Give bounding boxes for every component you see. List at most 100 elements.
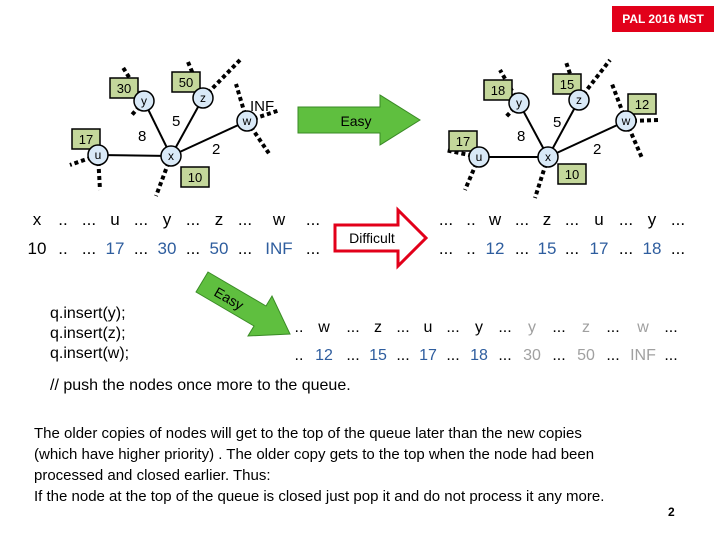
queue-cell: ...	[671, 239, 685, 258]
queue-cell: ...	[186, 239, 200, 258]
svg-text:15: 15	[560, 77, 574, 92]
queue-cell: ..	[58, 210, 67, 229]
queue-cell: ...	[238, 210, 252, 229]
dist-box-18: 18	[483, 79, 513, 101]
arrow-difficult: Difficult	[333, 206, 429, 270]
queue-cell: ...	[134, 239, 148, 258]
queue-cell: 15	[369, 347, 387, 364]
queue-cell: ...	[552, 319, 565, 336]
paragraph-line-4: If the node at the top of the queue is c…	[34, 488, 605, 505]
queue-cell: w	[488, 210, 502, 229]
dist-box-17: 17	[71, 128, 101, 150]
svg-text:z: z	[200, 91, 206, 105]
queue-cell: 17	[106, 239, 125, 258]
queue-cell: 12	[486, 239, 505, 258]
node-x: x	[537, 146, 559, 168]
queue-cell: ...	[446, 347, 459, 364]
queue-cell: ...	[664, 319, 677, 336]
node-z: z	[568, 89, 590, 111]
queue-cell: 17	[419, 347, 437, 364]
queue-cell: ...	[306, 210, 320, 229]
node-w: w	[236, 110, 258, 132]
course-badge: PAL 2016 MST	[612, 6, 714, 32]
queue-cell: 17	[590, 239, 609, 258]
queue-cell: ...	[606, 319, 619, 336]
svg-text:10: 10	[188, 170, 202, 185]
queue-cell: ...	[306, 239, 320, 258]
edge-label-8: 8	[138, 128, 146, 145]
queue-cell: ...	[446, 319, 459, 336]
dist-box-10: 10	[557, 163, 587, 185]
svg-text:z: z	[576, 93, 582, 107]
edge-label-5: 5	[553, 114, 561, 131]
svg-text:18: 18	[491, 83, 505, 98]
queue-cell: ...	[134, 210, 148, 229]
svg-text:u: u	[95, 148, 102, 162]
queue-cell: INF	[265, 239, 292, 258]
queue-cell: u	[110, 210, 119, 229]
queue-cell: ...	[664, 347, 677, 364]
code-block: q.insert(y); q.insert(z); q.insert(w);	[50, 304, 129, 364]
edge-label-8: 8	[517, 128, 525, 145]
queue-cell: 18	[470, 347, 488, 364]
svg-text:w: w	[242, 114, 252, 128]
svg-text:u: u	[476, 150, 483, 164]
queue-cell: ..	[466, 210, 475, 229]
svg-text:y: y	[141, 94, 147, 108]
svg-text:Easy: Easy	[340, 113, 371, 129]
queue-cell: ...	[606, 347, 619, 364]
svg-text:50: 50	[179, 75, 193, 90]
queue-cell: ...	[515, 210, 529, 229]
arrow-easy-bottom: Easy	[195, 271, 291, 337]
queue-cell: y	[648, 210, 657, 229]
queue-cell: z	[374, 319, 382, 336]
queue-cell: 50	[210, 239, 229, 258]
node-z: z	[192, 87, 214, 109]
queue-cell: 30	[523, 347, 541, 364]
queue-cell: ...	[82, 239, 96, 258]
queue-cell: ...	[238, 239, 252, 258]
queue-cell: ...	[439, 210, 453, 229]
queue-cell: ..	[466, 239, 475, 258]
queue-cell: u	[594, 210, 603, 229]
graph-before: 5 8 2 INF 30 50 17 10	[69, 58, 281, 197]
paragraph-line-1: The older copies of nodes will get to th…	[34, 425, 582, 442]
queue-cell: u	[424, 319, 433, 336]
svg-text:30: 30	[117, 81, 131, 96]
queue-cell: w	[317, 319, 330, 336]
svg-text:12: 12	[635, 97, 649, 112]
node-y: y	[133, 90, 155, 112]
queue-cell: 30	[158, 239, 177, 258]
queue-cell: w	[636, 319, 649, 336]
queue-cell: ..	[295, 319, 304, 336]
dist-box-10: 10	[180, 166, 210, 188]
code-line-2: q.insert(z);	[50, 325, 126, 342]
node-u: u	[87, 144, 109, 166]
queue-cell: ...	[439, 239, 453, 258]
queue-cell: ...	[552, 347, 565, 364]
queue-cell: x	[33, 210, 42, 229]
queue-cell: ...	[82, 210, 96, 229]
queue-cell: w	[272, 210, 286, 229]
paragraph-line-2: (which have higher priority) . The older…	[34, 446, 595, 463]
queue-cell: INF	[630, 347, 656, 364]
edge-label-5: 5	[172, 113, 180, 130]
svg-text:17: 17	[456, 134, 470, 149]
queue-cell: ...	[346, 347, 359, 364]
queue-before: x.....u...y...z...w...10.....17...30...5…	[28, 206, 320, 260]
queue-cell: y	[475, 319, 483, 336]
queue-cell: y	[163, 210, 172, 229]
dist-box-30: 30	[109, 77, 139, 99]
explanation-paragraph: The older copies of nodes will get to th…	[34, 423, 684, 507]
page-number: 2	[668, 505, 675, 519]
queue-cell: ...	[498, 347, 511, 364]
edge-label-2: 2	[212, 141, 220, 158]
svg-text:10: 10	[565, 167, 579, 182]
edge-label-inf: INF	[250, 98, 274, 115]
code-line-3: q.insert(w);	[50, 345, 130, 362]
dist-box-50: 50	[171, 71, 201, 93]
queue-cell: 50	[577, 347, 595, 364]
queue-cell: ..	[58, 239, 67, 258]
